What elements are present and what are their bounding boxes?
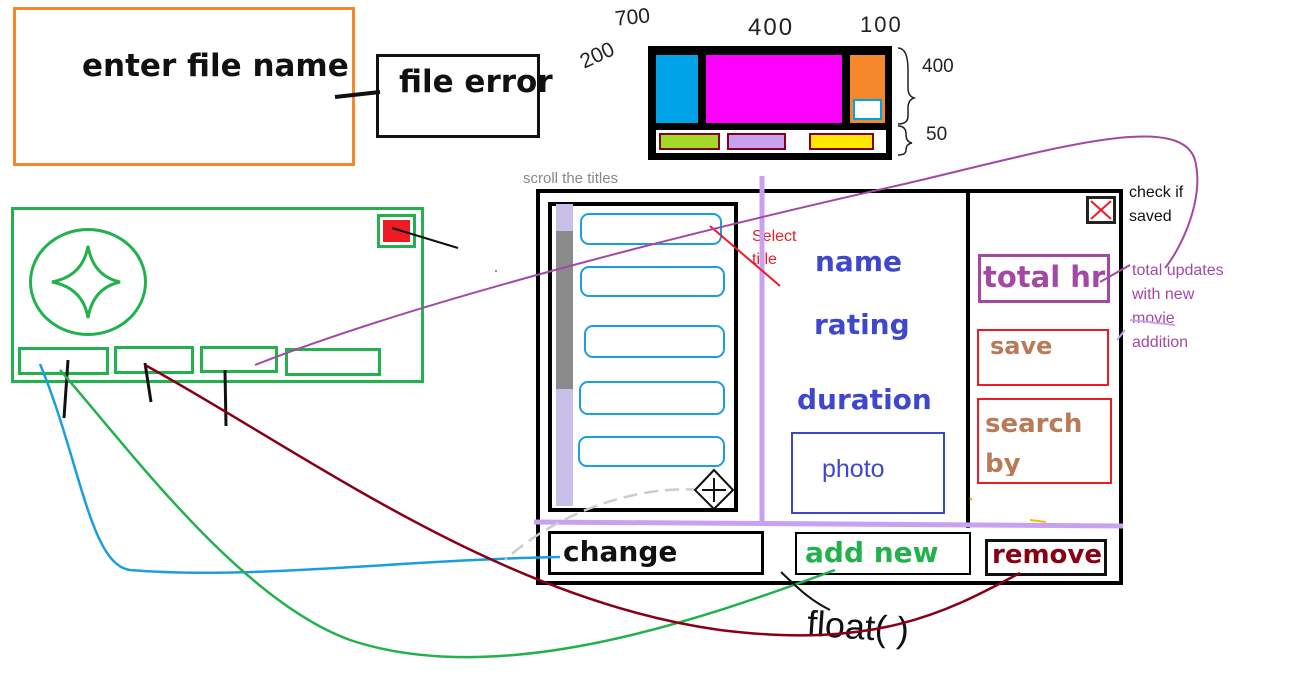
main-window [536, 189, 1123, 585]
search-by-rating-label: search by rating [985, 409, 1083, 476]
add-new-label: add new [805, 536, 939, 569]
widget-button-3[interactable] [200, 346, 278, 373]
search-by-rating-button[interactable] [977, 398, 1112, 484]
add-new-button[interactable] [795, 532, 971, 575]
list-item[interactable] [580, 213, 722, 245]
dim-400-top: 400 [748, 14, 795, 41]
save-label: save [990, 332, 1053, 360]
total-hr-label: total hr [983, 260, 1106, 294]
title-list-panel [548, 202, 738, 512]
widget-button-4[interactable] [285, 348, 381, 376]
photo-box [791, 432, 945, 514]
scrollbar-thumb[interactable] [556, 231, 573, 389]
remove-button[interactable] [985, 539, 1107, 576]
detail-duration: duration [797, 383, 932, 416]
green-widget [11, 207, 424, 383]
file-name-box[interactable] [13, 7, 355, 166]
close-icon[interactable] [1086, 196, 1116, 224]
layout-footer-green [659, 133, 720, 150]
total-hr-box [978, 254, 1110, 303]
list-item[interactable] [580, 266, 725, 297]
total-updates-note: total updates with new movie addition [1132, 262, 1224, 351]
right-divider [966, 190, 970, 528]
change-button[interactable] [548, 531, 764, 575]
change-label: change [563, 535, 678, 568]
list-item[interactable] [579, 381, 725, 415]
layout-center-panel [706, 55, 842, 123]
layout-left-panel [656, 55, 698, 123]
layout-footer-purple [727, 133, 786, 150]
layout-right-inner [853, 99, 882, 120]
file-error-box [376, 54, 540, 138]
save-button[interactable] [977, 329, 1109, 386]
check-saved-note: check if saved [1129, 184, 1184, 225]
photo-label: photo [822, 455, 885, 483]
dim-100-top: 100 [860, 12, 903, 37]
dim-50-side: 50 [926, 124, 948, 145]
widget-button-2[interactable] [114, 346, 194, 374]
detail-name: name [815, 245, 902, 278]
detail-rating: rating [814, 308, 910, 341]
close-red-fill [383, 220, 410, 242]
star-avatar [29, 228, 147, 336]
scroll-hint: scroll the titles [523, 170, 619, 187]
remove-label: remove [992, 540, 1102, 570]
file-error-label: file error [399, 64, 553, 100]
list-item[interactable] [578, 436, 725, 467]
list-item[interactable] [584, 325, 725, 358]
layout-footer-yellow [809, 133, 874, 150]
file-name-label: enter file name [82, 48, 349, 84]
dim-400-side: 400 [922, 56, 954, 77]
